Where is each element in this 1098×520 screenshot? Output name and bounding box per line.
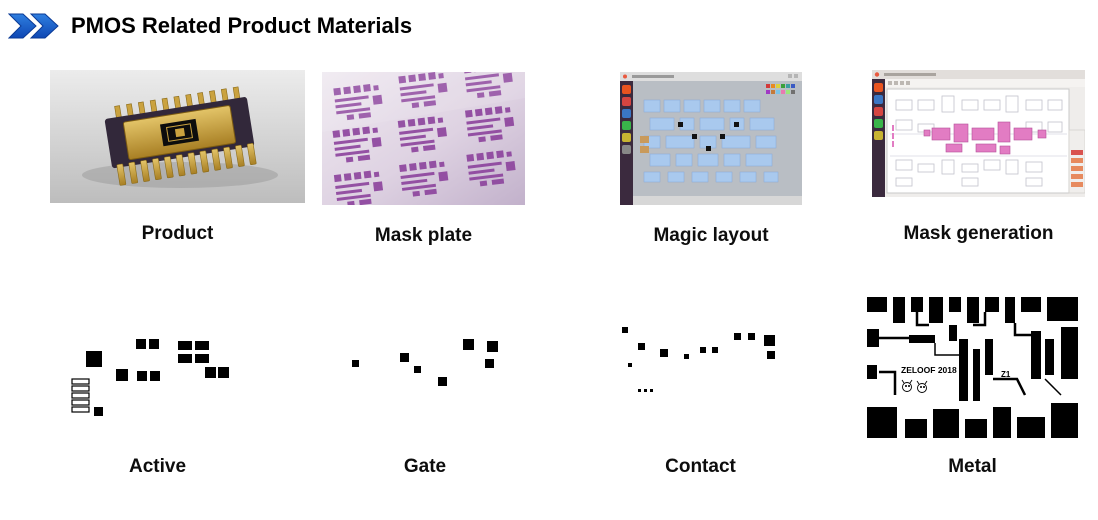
material-card-mask-generation: Mask generation: [872, 70, 1086, 245]
material-card-magic-layout: Magic layout: [620, 72, 802, 247]
caption-mask-plate: Mask plate: [374, 225, 473, 246]
caption-metal: Metal: [948, 456, 997, 477]
page-title: PMOS Related Product Materials: [71, 13, 413, 38]
contact-mask-image: [608, 303, 793, 438]
material-card-metal: ZELOOF 2018 Z1 Metal: [865, 295, 1080, 478]
mask-generation-screenshot: [872, 70, 1086, 197]
material-card-mask-plate: Mask plate: [322, 60, 525, 247]
metal-maker-label: ZELOOF 2018: [901, 365, 957, 375]
mask-plate-photo: [322, 60, 525, 208]
double-chevron-icon: [8, 13, 59, 39]
material-card-gate: Gate: [330, 303, 520, 478]
gate-mask-image: [330, 303, 520, 438]
active-mask-image: [60, 303, 255, 438]
caption-active: Active: [128, 456, 187, 477]
metal-chip-id-label: Z1: [1001, 370, 1011, 379]
metal-mask-image: ZELOOF 2018 Z1: [865, 295, 1080, 440]
material-card-active: Active: [60, 303, 255, 478]
product-chip-photo: [50, 70, 305, 203]
material-card-product: Product: [50, 70, 305, 245]
magic-layout-screenshot: [620, 72, 802, 205]
material-card-contact: Contact: [608, 303, 793, 478]
slide-header: PMOS Related Product Materials: [8, 13, 412, 39]
caption-product: Product: [141, 223, 214, 244]
caption-mask-generation: Mask generation: [903, 223, 1054, 244]
metal-doodle-figures: [901, 379, 928, 393]
caption-gate: Gate: [403, 456, 447, 477]
caption-magic-layout: Magic layout: [653, 225, 769, 246]
caption-contact: Contact: [665, 456, 736, 477]
